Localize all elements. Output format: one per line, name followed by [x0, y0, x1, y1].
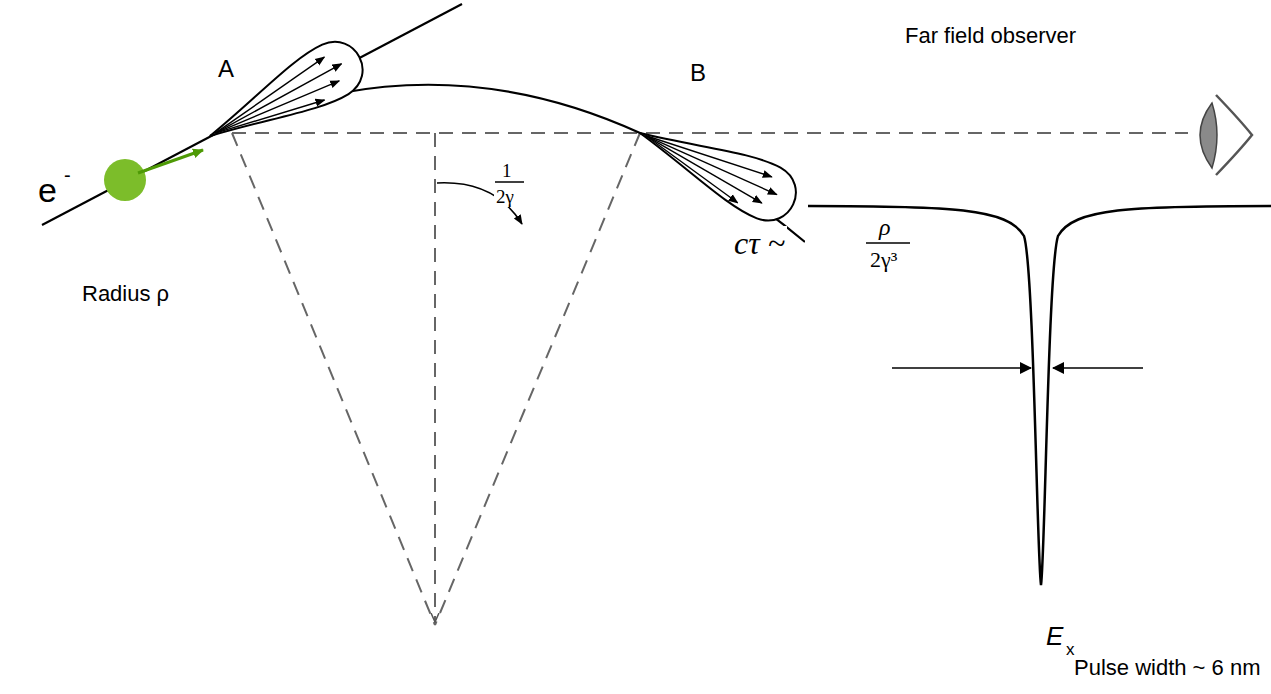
point-label: B: [688, 60, 708, 86]
observer-eye: [1200, 95, 1252, 175]
pulse-length-label: cτ ~: [732, 226, 787, 260]
pulse-width-note: Pulse width ~ 6 nm: [1072, 656, 1262, 680]
point-label: A: [216, 56, 236, 82]
pulse-waveform: [808, 206, 1271, 585]
angle-arrow: [437, 183, 522, 224]
velocity-arrow: [138, 150, 203, 173]
radiation-lobe: [197, 32, 373, 161]
electron-dot: [104, 159, 146, 201]
radiation-lobe: [628, 107, 805, 229]
radius-label: Radius ρ: [80, 282, 171, 306]
width-marker: [892, 367, 1143, 369]
fraction-bar: [866, 242, 910, 244]
observer-label: Far field observer: [903, 24, 1078, 48]
fraction-denominator: 2γ³: [868, 248, 899, 272]
fraction-numerator: ρ: [877, 214, 893, 240]
angle-numerator: 1: [500, 160, 514, 181]
fraction-bar: [495, 181, 524, 183]
particle-label: e: [36, 172, 59, 208]
electron-trajectory: [42, 4, 805, 242]
pulse-panel: [805, 180, 1271, 694]
field-symbol: E: [1044, 622, 1065, 650]
angle-denominator: 2γ: [494, 186, 516, 207]
charge-sign: -: [62, 164, 73, 186]
